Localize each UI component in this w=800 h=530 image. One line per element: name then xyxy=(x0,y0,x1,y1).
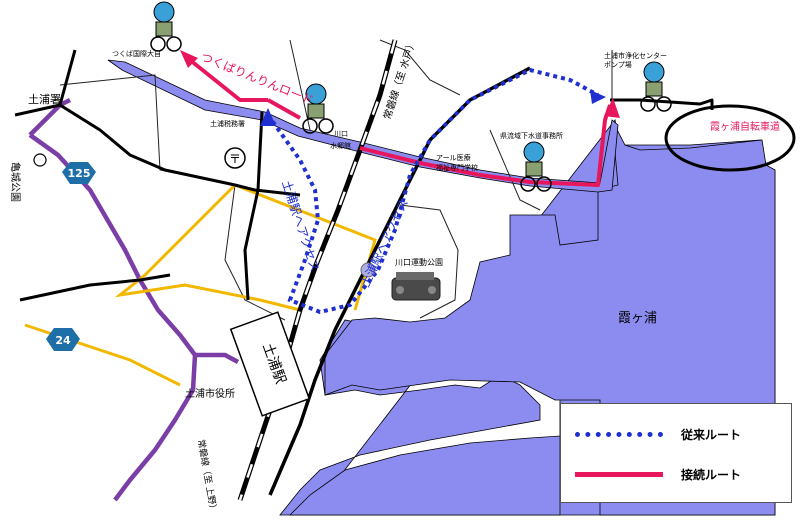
label-tsukuba-trailhead: つくば国際大自 xyxy=(112,49,161,58)
connect-route-segment xyxy=(183,54,268,102)
route-125-shield: 125 xyxy=(62,162,96,184)
black-road xyxy=(243,111,264,301)
label-pump-station-2: ポンプ場 xyxy=(604,60,632,69)
label-sewage-office: 県流域下水道事務所 xyxy=(500,131,563,140)
map-legend: 従来ルート 接続ルート xyxy=(560,403,792,503)
label-joban-line-ueno: 常磐線（至 上野） xyxy=(195,438,220,514)
connect-route-arrowhead xyxy=(604,98,620,118)
cyclist-wheel xyxy=(536,176,552,192)
label-tsuchiura-library: 土浦税務署 xyxy=(210,119,245,128)
old-route-arrowhead xyxy=(590,90,606,104)
label-welfare-school: 福祉専門学校 xyxy=(436,163,478,172)
street-outline xyxy=(289,39,311,131)
orange-road xyxy=(114,183,301,312)
black-road xyxy=(58,49,77,106)
label-kasumigaura-lake: 霞ヶ浦 xyxy=(618,311,657,326)
river-channel xyxy=(107,59,619,193)
kijo-park-marker-icon xyxy=(33,153,47,167)
cyclist-icon xyxy=(520,141,552,192)
route-shield-shape xyxy=(62,162,96,184)
label-city-hall: 土浦市役所 xyxy=(185,387,235,400)
cyclist-wheel xyxy=(640,96,656,112)
stadium-icon-dot xyxy=(428,286,436,294)
street-outline xyxy=(399,204,459,319)
cyclist-icon xyxy=(150,1,182,52)
cyclist-wheel xyxy=(166,36,182,52)
orange-roads xyxy=(24,183,377,387)
legend-row-old-route: 従来ルート xyxy=(575,426,741,443)
legend-label-connect-route: 接続ルート xyxy=(681,468,742,482)
route-125-number: 125 xyxy=(68,167,91,180)
route-125-line xyxy=(28,133,198,502)
connect-route-segment xyxy=(267,98,301,120)
cyclist-body xyxy=(525,161,543,177)
label-kijo-koen: 亀城公園 xyxy=(9,162,22,202)
route-125-branch xyxy=(193,352,240,364)
post-office-icon xyxy=(224,147,246,169)
gear-icon xyxy=(360,262,376,278)
cyclist-helmet xyxy=(643,61,665,83)
kasumigaura-path-highlight[interactable] xyxy=(664,104,796,172)
cyclist-icon xyxy=(640,61,672,112)
stadium-icon-dot xyxy=(396,286,404,294)
old-route xyxy=(266,67,599,315)
cyclist-body xyxy=(307,103,325,119)
cyclist-wheel xyxy=(656,96,672,112)
legend-label-old-route: 従来ルート xyxy=(681,428,742,442)
bridge-gear-icon xyxy=(360,262,376,278)
connect-route xyxy=(183,54,612,187)
station-building[interactable] xyxy=(229,311,311,417)
label-water-hall: 水郷館 xyxy=(330,141,351,150)
street-outline xyxy=(224,184,286,321)
black-road xyxy=(19,273,171,302)
tsuchiura-station[interactable]: 土浦駅 xyxy=(229,311,311,417)
post-office-mark: 〒 xyxy=(229,152,241,166)
cyclist-body xyxy=(645,81,663,97)
label-kawaguchi-park: 川口運動公園 xyxy=(395,258,443,267)
street-outline xyxy=(489,129,541,211)
label-kawaguchi: 川口 xyxy=(334,130,348,138)
black-road xyxy=(610,98,714,110)
route-125-road xyxy=(28,97,240,502)
cyclist-body xyxy=(155,21,173,37)
orange-road xyxy=(234,183,377,311)
label-pump-station-1: 土浦市浄化センター xyxy=(604,51,667,60)
connect-route-segment xyxy=(359,104,612,187)
cyclist-wheel xyxy=(520,176,536,192)
cyclist-helmet xyxy=(523,141,545,163)
legend-swatch-connect-route xyxy=(575,472,663,477)
stadium-icon-top xyxy=(396,272,434,280)
legend-row-connect-route: 接続ルート xyxy=(575,466,741,483)
route-24-number: 24 xyxy=(55,334,71,347)
cyclist-icon xyxy=(302,83,334,134)
kawaguchi-park-icon xyxy=(391,272,441,301)
old-route-segment xyxy=(266,67,599,315)
legend-swatch-old-route xyxy=(575,432,663,437)
cyclist-wheel xyxy=(318,118,334,134)
label-medical-school: アール医療 xyxy=(436,153,471,162)
route-shield-shape xyxy=(46,328,80,351)
connect-route-arrowhead xyxy=(180,50,198,68)
cyclist-wheel xyxy=(302,118,318,134)
cyclist-wheel xyxy=(150,36,166,52)
route-24-shield: 24 xyxy=(46,328,80,351)
black-roads xyxy=(14,49,714,302)
joban-line-dashes xyxy=(238,39,397,501)
label-kasumigaura-path: 霞ヶ浦自転車道 xyxy=(710,120,780,133)
label-tsuchiura-sho: 土浦署 xyxy=(28,93,61,106)
old-route-arrowhead xyxy=(260,108,276,126)
cyclist-helmet xyxy=(153,1,175,23)
route-24-road xyxy=(24,323,181,387)
post-office: 〒 xyxy=(224,147,246,169)
black-road xyxy=(14,103,301,197)
